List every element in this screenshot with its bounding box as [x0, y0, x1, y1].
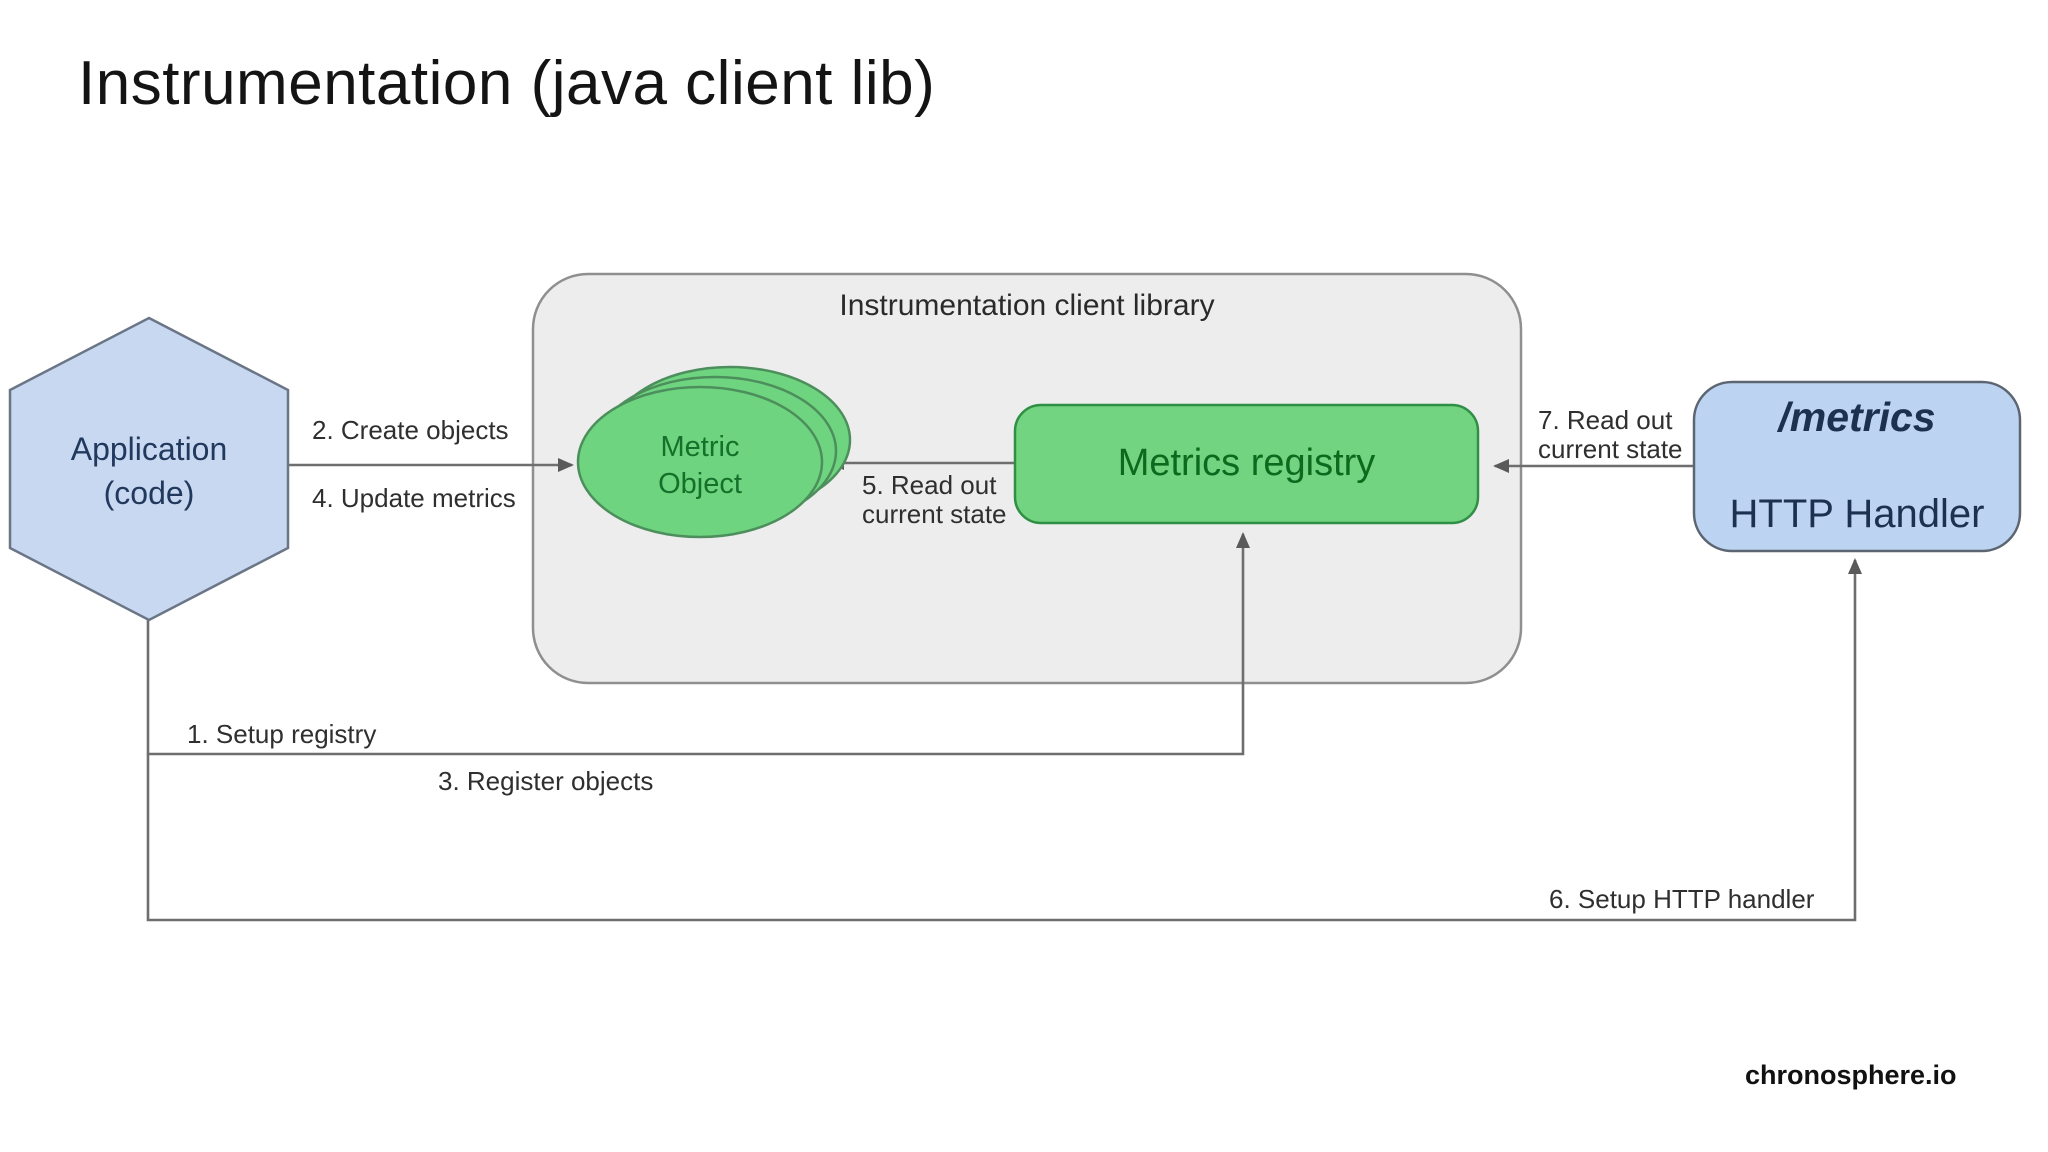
metrics-registry-box — [1013, 403, 1480, 525]
edge-label-create-objects: 2. Create objects — [312, 415, 509, 445]
edge-label-read-out-handler: 7. Read out current state — [1538, 405, 1683, 464]
application-label-line1: Application — [70, 431, 228, 467]
edge-label-register-objects: 3. Register objects — [438, 766, 654, 796]
http-handler-box — [1692, 380, 2022, 553]
edge-label-update-metrics: 4. Update metrics — [312, 483, 516, 513]
metric-object-label-line2: Object — [658, 468, 742, 500]
brand-footer: chronosphere.io — [1745, 1060, 1957, 1090]
metric-object-label: Metric Object — [578, 429, 822, 503]
client-library-title: Instrumentation client library — [839, 289, 1215, 322]
application-hexagon — [8, 316, 290, 622]
application-label: Application (code) — [10, 427, 288, 515]
metrics-registry-label: Metrics registry — [1117, 442, 1376, 484]
page-title: Instrumentation (java client lib) — [78, 49, 936, 118]
edge-label-setup-registry: 1. Setup registry — [187, 719, 377, 749]
application-label-line2: (code) — [103, 475, 195, 511]
edge-setup-http-handler — [146, 558, 1862, 922]
metric-object-label-line1: Metric — [660, 431, 740, 463]
http-handler-label: HTTP Handler — [1729, 492, 1985, 536]
http-handler-path: /metrics — [1778, 394, 1936, 440]
metric-object-ellipse-front — [576, 385, 824, 539]
edge-setup-registry — [146, 532, 1250, 756]
edge-label-setup-http-handler: 6. Setup HTTP handler — [1549, 884, 1815, 914]
edge-label-read-out-registry: 5. Read out current state — [862, 470, 1007, 529]
